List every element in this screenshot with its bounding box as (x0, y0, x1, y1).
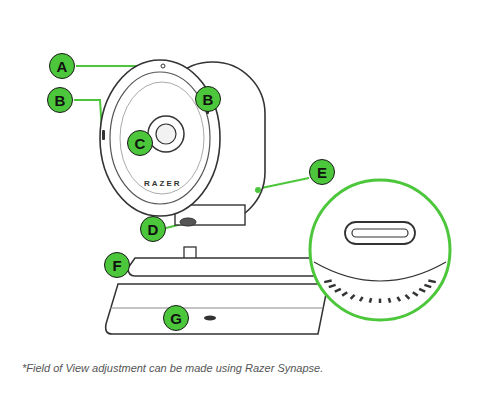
callout-letter: B (47, 87, 73, 113)
callout-letter: F (104, 252, 130, 278)
brand-text: RAZER (144, 179, 182, 188)
callout-letter: B (195, 86, 221, 112)
callout-letter: E (309, 159, 335, 185)
callout-letter: G (163, 305, 189, 331)
callout-letter: C (127, 130, 153, 156)
callout-letter: D (140, 216, 166, 242)
footnote: *Field of View adjustment can be made us… (22, 362, 323, 374)
callout-letter: A (49, 53, 75, 79)
